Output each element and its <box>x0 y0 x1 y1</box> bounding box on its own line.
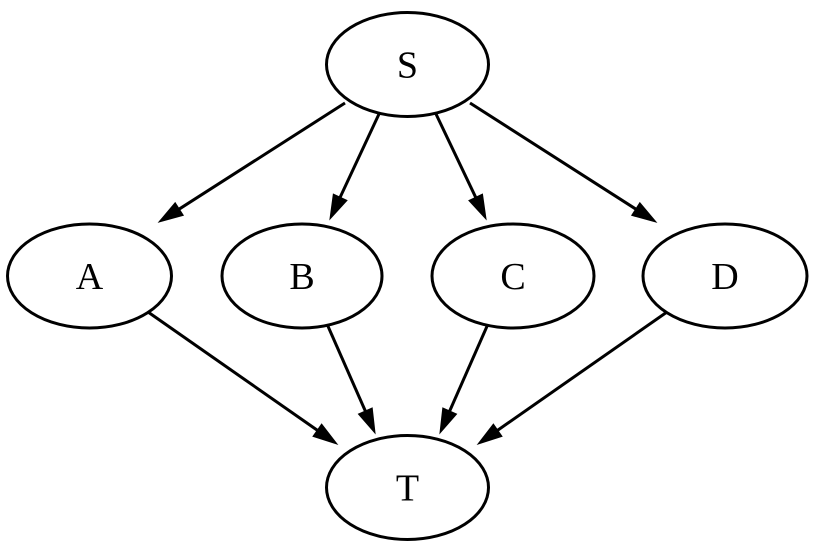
node-ellipse[interactable] <box>641 222 809 330</box>
edge-s-d <box>469 101 658 223</box>
node-d[interactable]: D <box>641 222 809 330</box>
arrowhead-icon <box>476 423 503 445</box>
node-a[interactable]: A <box>6 222 173 330</box>
edge-shaft <box>338 113 381 198</box>
arrowhead-icon <box>329 193 348 221</box>
arrowhead-icon <box>630 201 658 223</box>
edge-shaft <box>496 310 668 432</box>
node-t[interactable]: T <box>325 434 490 541</box>
node-ellipse[interactable] <box>325 434 490 541</box>
edge-s-a <box>157 101 346 223</box>
node-ellipse[interactable] <box>325 11 490 118</box>
edge-s-b <box>329 113 381 221</box>
arrowhead-icon <box>312 423 339 445</box>
edges-layer <box>147 101 668 445</box>
node-s[interactable]: S <box>325 11 490 118</box>
node-ellipse[interactable] <box>430 222 596 330</box>
arrowhead-icon <box>439 407 458 435</box>
arrowhead-icon <box>357 407 376 435</box>
edge-shaft <box>147 310 319 432</box>
edge-d-t <box>476 310 668 445</box>
edge-a-t <box>147 310 339 445</box>
node-ellipse[interactable] <box>220 222 384 330</box>
arrowhead-icon <box>157 201 185 223</box>
edge-shaft <box>469 101 637 211</box>
edge-shaft <box>325 323 367 412</box>
edge-b-t <box>325 323 376 435</box>
edge-s-c <box>434 113 487 221</box>
arrowhead-icon <box>468 193 487 221</box>
node-b[interactable]: B <box>220 222 384 330</box>
node-ellipse[interactable] <box>6 222 173 330</box>
node-c[interactable]: C <box>430 222 596 330</box>
edge-shaft <box>434 113 478 198</box>
edge-shaft <box>178 101 346 211</box>
edge-c-t <box>439 323 490 435</box>
edge-shaft <box>448 323 490 412</box>
